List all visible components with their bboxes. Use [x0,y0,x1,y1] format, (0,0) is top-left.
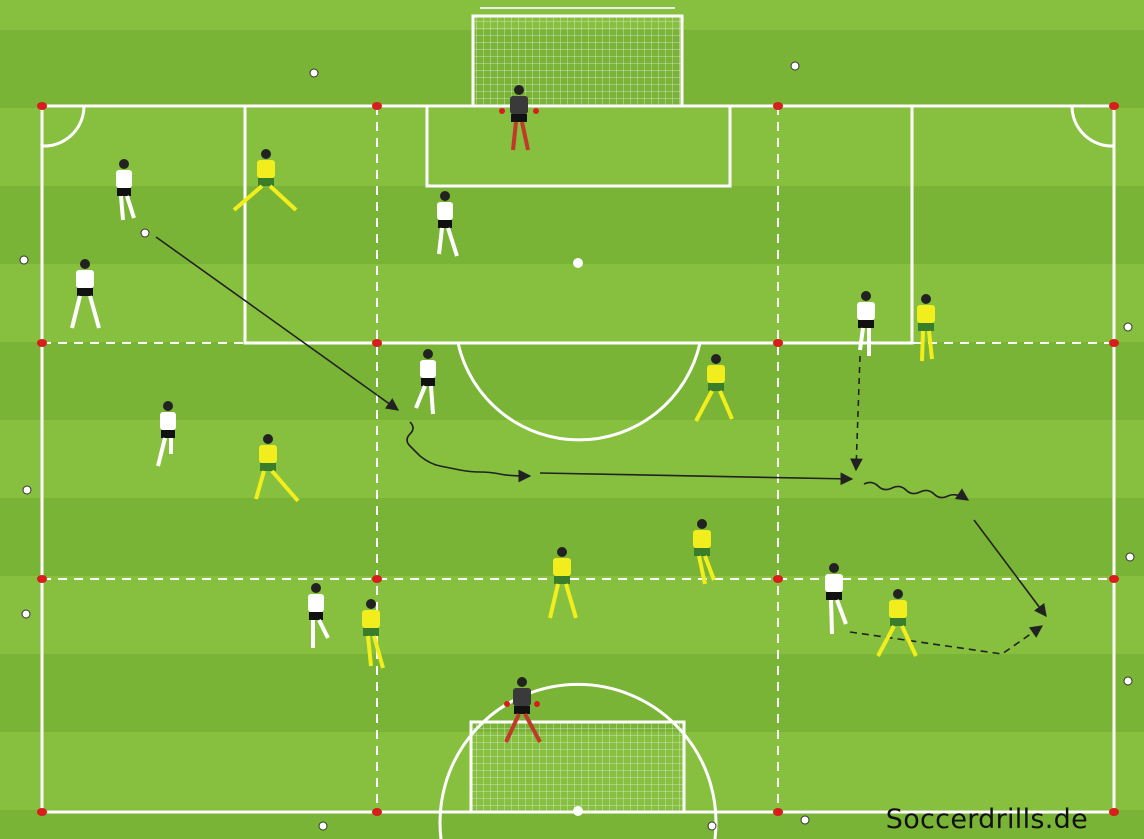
cone-icon [773,808,783,816]
penalty-spot [573,258,583,268]
cone-icon [372,102,382,110]
ball-icon [22,610,30,618]
cone-icon [37,102,47,110]
cone-icon [37,808,47,816]
cone-icon [372,339,382,347]
ball-icon [1124,323,1132,331]
ball-icon [23,486,31,494]
watermark: Soccerdrills.de [886,804,1088,835]
ball-icon [708,822,716,830]
cone-icon [773,339,783,347]
bottom-goal-icon [471,722,684,812]
top-goal-icon [473,8,682,106]
cone-icon [372,575,382,583]
ball-icon [319,822,327,830]
cone-icon [1109,102,1119,110]
ball-icon [141,229,149,237]
ball-icon [1124,677,1132,685]
cone-icon [37,575,47,583]
cone-icon [773,575,783,583]
ball-icon [20,256,28,264]
cone-icon [1109,808,1119,816]
ball-icon [801,816,809,824]
ball-icon [310,69,318,77]
cone-icon [1109,575,1119,583]
ball-icon [1126,553,1134,561]
cone-icon [37,339,47,347]
cone-icon [773,102,783,110]
cone-icon [372,808,382,816]
ball-icon [791,62,799,70]
center-spot [573,806,583,816]
cone-icon [1109,339,1119,347]
